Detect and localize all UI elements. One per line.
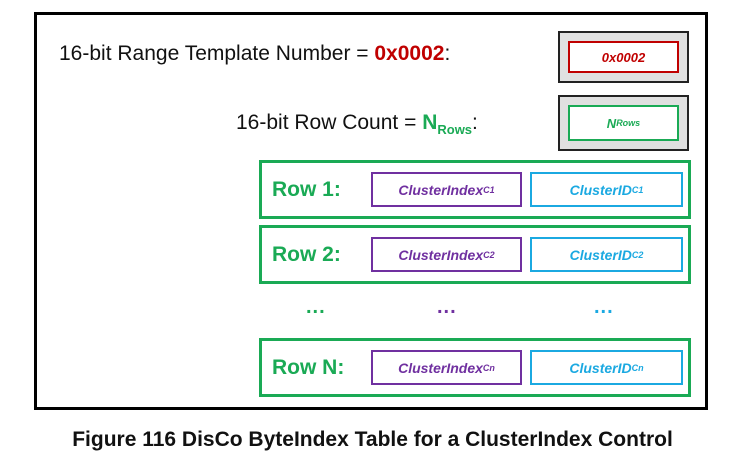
template-number-value: 0x0002 xyxy=(374,42,445,65)
cluster-index-text: ClusterIndex xyxy=(398,359,483,376)
ellipsis-cluster-id: ... xyxy=(594,296,614,318)
row-count-suffix: : xyxy=(472,111,478,134)
row-count-box-n: N xyxy=(606,115,617,131)
template-number-box: 0x0002 xyxy=(568,41,679,73)
cluster-index-text: ClusterIndex xyxy=(398,246,484,263)
template-number-suffix: : xyxy=(444,42,451,65)
ellipsis-cluster-index: ... xyxy=(437,296,457,318)
row-label: Row N: xyxy=(272,356,345,379)
cluster-id-text: ClusterID xyxy=(569,181,632,198)
ellipsis-rows: ... xyxy=(306,296,326,318)
row-count-box-sub: Rows xyxy=(616,118,641,128)
row-label: Row 1: xyxy=(272,178,341,201)
template-number-prefix: 16-bit Range Template Number = xyxy=(59,42,375,65)
cluster-id-sub: C2 xyxy=(631,249,644,260)
template-number-label: 16-bit Range Template Number = 0x0002: xyxy=(59,42,450,66)
cluster-id-sub: Cn xyxy=(631,362,644,373)
row-count-n-sub: Rows xyxy=(437,122,473,137)
cluster-index-sub: Cn xyxy=(482,362,495,373)
cluster-index-text: ClusterIndex xyxy=(398,181,484,198)
cluster-id-text: ClusterID xyxy=(569,359,632,376)
row-count-label: 16-bit Row Count = NRows: xyxy=(236,111,478,137)
cluster-id-sub: C1 xyxy=(631,184,644,195)
template-number-field: 0x0002 xyxy=(558,31,689,83)
row-label: Row 2: xyxy=(272,243,341,266)
cluster-id-text: ClusterID xyxy=(569,246,632,263)
row-count-prefix: 16-bit Row Count = xyxy=(236,111,423,134)
cluster-index-sub: C1 xyxy=(483,184,495,195)
figure-caption: Figure 116 DisCo ByteIndex Table for a C… xyxy=(72,428,673,451)
row-count-n: N xyxy=(422,111,438,134)
cluster-index-sub: C2 xyxy=(483,249,495,260)
